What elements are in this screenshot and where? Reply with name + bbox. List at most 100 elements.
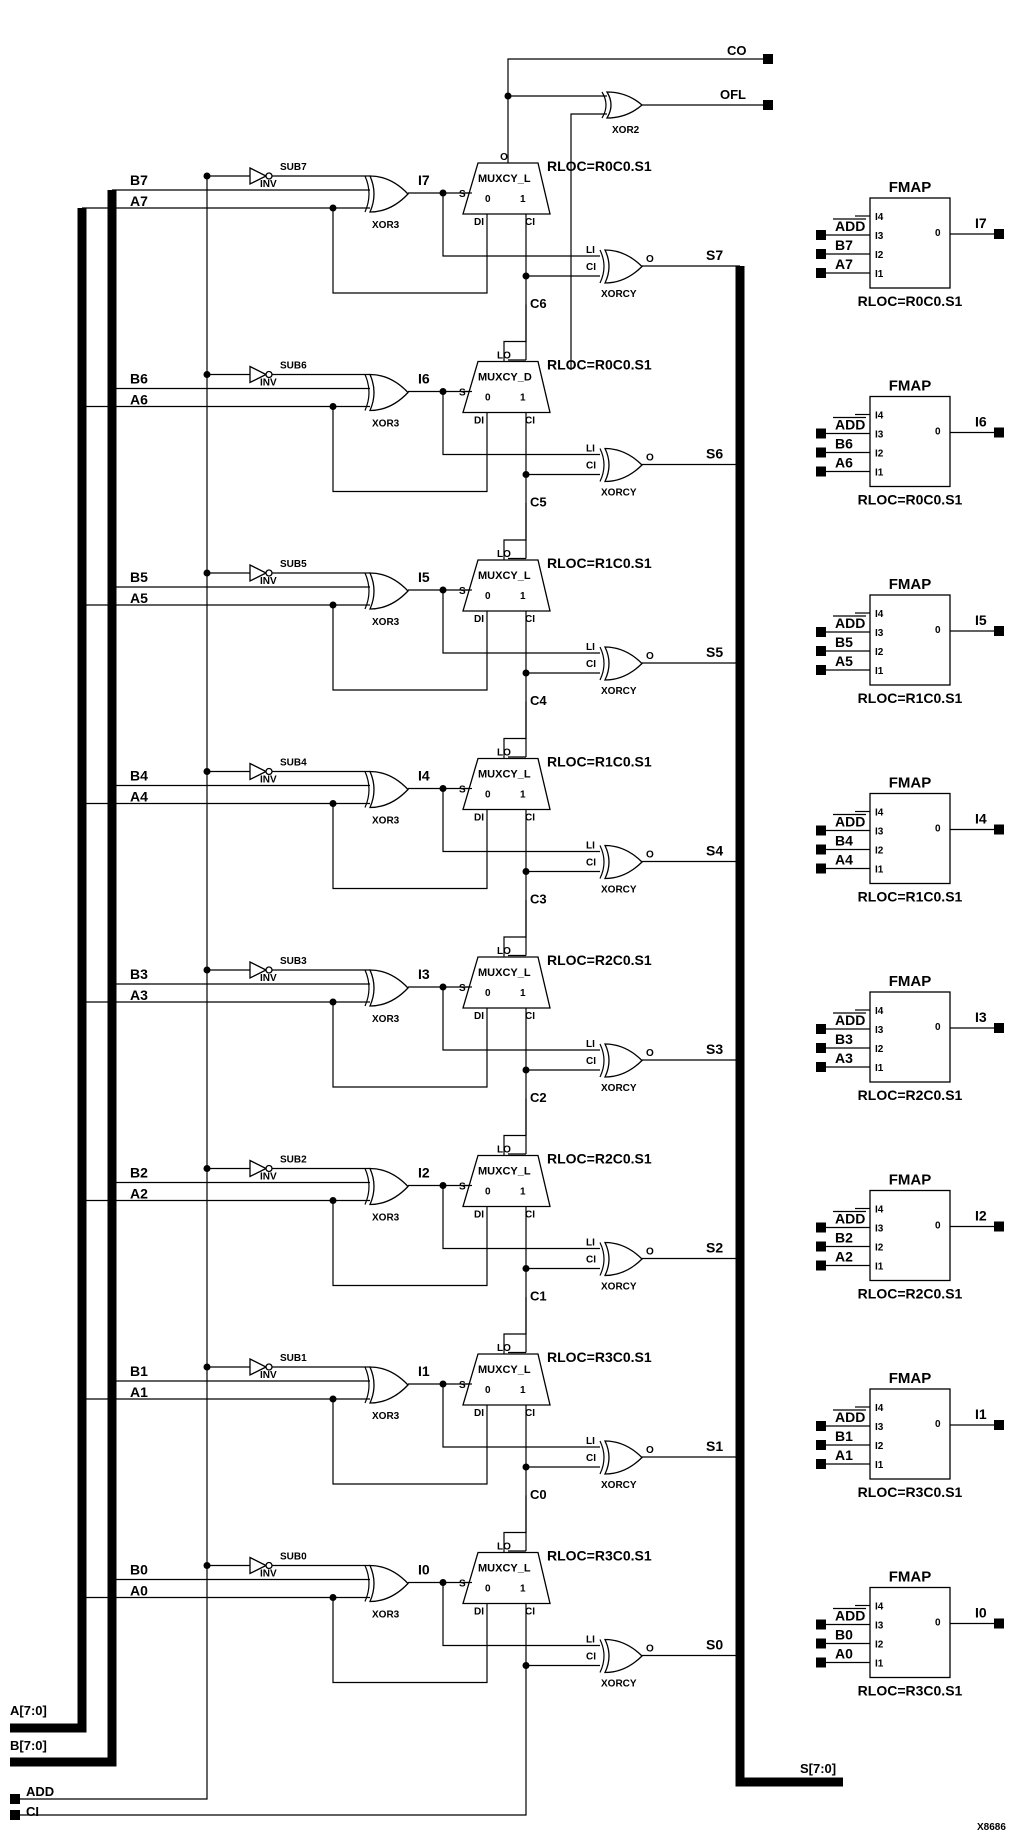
fmap-input-port[interactable] — [816, 627, 826, 637]
fmap-input-port[interactable] — [816, 665, 826, 675]
fmap-out-pin: 0 — [935, 427, 941, 438]
fmap-input-port[interactable] — [816, 1043, 826, 1053]
mux-s-pin: S — [459, 388, 466, 399]
muxcy-block — [462, 1154, 551, 1208]
fmap-title: FMAP — [889, 378, 932, 395]
fmap-input-label: A2 — [835, 1249, 853, 1265]
xorcy-li-pin: LI — [586, 841, 595, 852]
fmap-output-port[interactable] — [994, 229, 1004, 239]
inverter — [249, 166, 268, 186]
fmap-input-port[interactable] — [816, 466, 826, 477]
sum-label: S6 — [706, 446, 723, 462]
fmap-input-label: B4 — [835, 833, 853, 849]
fmap-input-port[interactable] — [816, 1062, 826, 1072]
fmap-output-port[interactable] — [994, 1618, 1004, 1629]
fmap-box — [869, 197, 951, 289]
fmap-pin-1: I1 — [875, 865, 884, 876]
fmap-pin-4: I4 — [875, 1205, 884, 1216]
fmap-input-port[interactable] — [816, 1459, 826, 1469]
fmap-pin-2: I2 — [875, 647, 884, 658]
xor3-gate — [369, 572, 409, 610]
inverter-type-label: INV — [260, 1172, 277, 1183]
fmap-input-port[interactable] — [816, 1440, 826, 1450]
mux-di-pin: DI — [474, 416, 484, 427]
fmap-pin-1: I1 — [875, 1659, 884, 1670]
ci-port[interactable] — [10, 1810, 20, 1820]
li-wire — [442, 1582, 600, 1647]
fmap-pin-4: I4 — [875, 212, 884, 223]
co-wire — [507, 58, 763, 163]
fmap-pin-1: I1 — [875, 269, 884, 280]
fmap-input-port[interactable] — [816, 1638, 826, 1649]
fmap-output-port[interactable] — [994, 1420, 1004, 1430]
fmap-input-port[interactable] — [816, 1619, 826, 1630]
inverter-type-label: INV — [260, 1370, 277, 1381]
fmap-output-port[interactable] — [994, 1023, 1004, 1033]
ofl-port[interactable] — [763, 100, 773, 110]
rloc-label: RLOC=R2C0.S1 — [547, 952, 652, 968]
fmap-pin-3: I3 — [875, 231, 884, 242]
mux-di-pin: DI — [474, 1210, 484, 1221]
carry-label: C5 — [530, 495, 547, 510]
co-port[interactable] — [763, 54, 773, 64]
fmap-pin-1: I1 — [875, 1262, 884, 1273]
xor2-gate — [605, 91, 643, 119]
fmap-rloc-label: RLOC=R1C0.S1 — [858, 690, 963, 706]
sub-net-label: SUB6 — [280, 361, 307, 372]
mux-di-pin: DI — [474, 1607, 484, 1618]
inverter — [249, 1159, 268, 1178]
mux-di-pin: DI — [474, 813, 484, 824]
fmap-input-port[interactable] — [816, 1657, 826, 1668]
fmap-output-port[interactable] — [994, 626, 1004, 636]
mux-ci-pin: CI — [525, 1210, 535, 1221]
rloc-label: RLOC=R3C0.S1 — [547, 1548, 652, 1564]
b-input-label: B2 — [130, 1165, 148, 1181]
mux-one-pin: 1 — [520, 1584, 526, 1595]
fmap-output-port[interactable] — [994, 1221, 1004, 1232]
xor3-gate — [369, 1366, 409, 1404]
fmap-input-port[interactable] — [816, 230, 826, 240]
fmap-output-port[interactable] — [994, 427, 1004, 438]
fmap-pin-3: I3 — [875, 1621, 884, 1632]
fmap-pin-4: I4 — [875, 411, 884, 422]
fmap-input-port[interactable] — [816, 428, 826, 439]
a-input-label: A1 — [130, 1384, 148, 1400]
fmap-input-port[interactable] — [816, 1222, 826, 1233]
fmap-input-port[interactable] — [816, 1260, 826, 1271]
fmap-out-pin: 0 — [935, 1221, 941, 1232]
muxcy-block — [462, 360, 551, 414]
li-wire — [442, 193, 600, 257]
fmap-pin-1: I1 — [875, 1063, 884, 1074]
fmap-input-port[interactable] — [816, 844, 826, 855]
fmap-input-port[interactable] — [816, 1024, 826, 1034]
inverter — [249, 762, 268, 781]
fmap-input-port[interactable] — [816, 447, 826, 458]
carry-label: C6 — [530, 296, 547, 311]
fmap-input-port[interactable] — [816, 863, 826, 874]
mux-di-pin: DI — [474, 1011, 484, 1022]
xorcy-li-pin: LI — [586, 245, 595, 256]
fmap-input-label: B5 — [835, 634, 853, 650]
lo-wire — [503, 701, 527, 759]
carry-label: C2 — [530, 1090, 547, 1105]
fmap-input-port[interactable] — [816, 825, 826, 836]
add-port[interactable] — [10, 1794, 20, 1804]
fmap-output-port[interactable] — [994, 824, 1004, 835]
li-wire — [442, 1384, 600, 1448]
fmap-input-port[interactable] — [816, 1421, 826, 1431]
fmap-input-port[interactable] — [816, 1241, 826, 1252]
fmap-input-port[interactable] — [816, 646, 826, 656]
inverter-type-label: INV — [260, 378, 277, 389]
i-net-label: I2 — [418, 1165, 430, 1181]
fmap-input-label: ADD — [835, 417, 865, 433]
inverter-type-label: INV — [260, 775, 277, 786]
fmap-input-port[interactable] — [816, 268, 826, 278]
xor3-label: XOR3 — [372, 617, 400, 628]
fmap-input-port[interactable] — [816, 249, 826, 259]
